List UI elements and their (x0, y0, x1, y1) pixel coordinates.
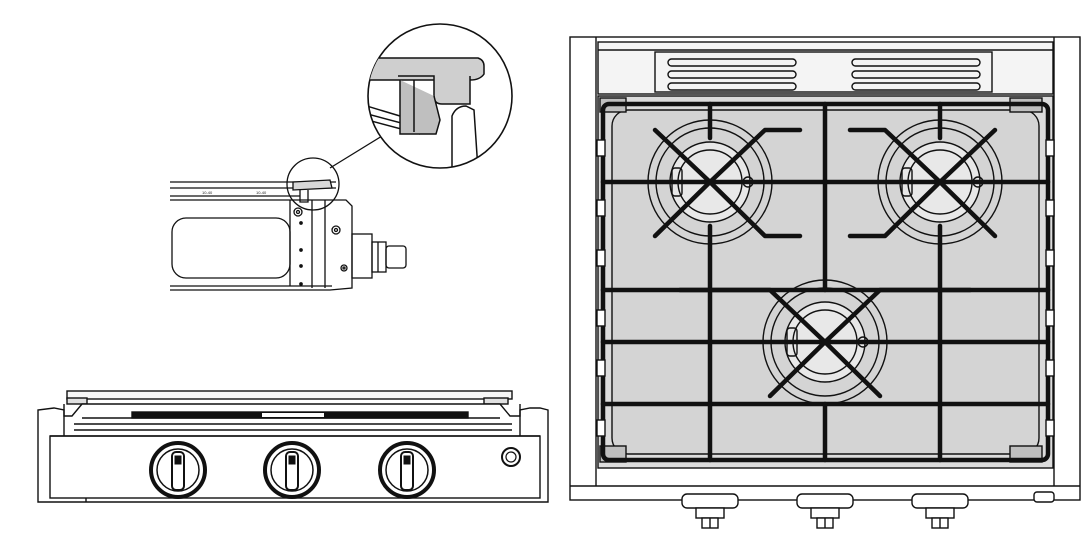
front-knob-2 (263, 441, 321, 499)
igniter-button (501, 447, 521, 467)
grate-side-tabs (596, 139, 1055, 437)
cooking-grate (600, 101, 1051, 463)
side-section-view: 10-40 10-40 (170, 179, 407, 291)
top-knob-3 (911, 493, 969, 529)
front-knob-3 (378, 441, 436, 499)
magnifier-callout (286, 135, 383, 211)
top-igniter (1033, 491, 1055, 503)
side-label-1: 10-40 (202, 190, 213, 195)
magnified-detail (367, 23, 513, 169)
front-knob-1 (149, 441, 207, 499)
top-knob-2 (796, 493, 854, 529)
top-knob-1 (681, 493, 739, 529)
vent-slots (667, 58, 981, 91)
side-label-2: 10-40 (256, 190, 267, 195)
